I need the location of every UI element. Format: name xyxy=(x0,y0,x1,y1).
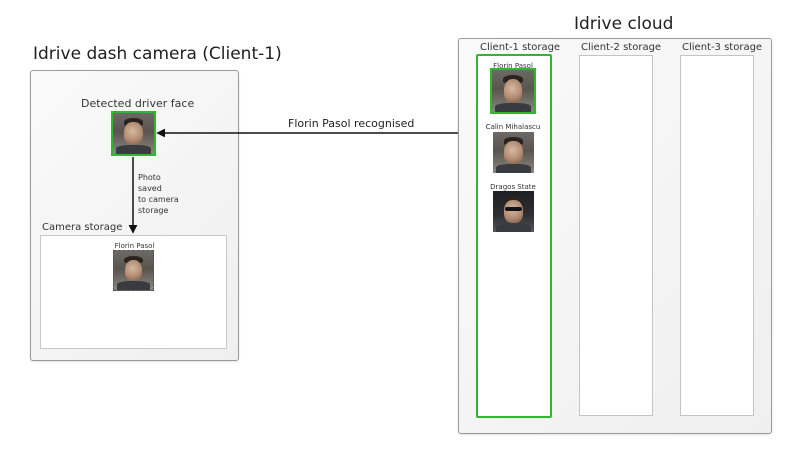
cloud-face-photo-2[interactable] xyxy=(493,132,534,173)
client2-storage-column[interactable] xyxy=(579,55,653,416)
save-arrow-text: Photo saved to camera storage xyxy=(138,173,179,215)
camera-storage-label: Camera storage xyxy=(42,222,123,233)
detected-face-label: Detected driver face xyxy=(81,97,195,110)
cloud-face-photo-3[interactable] xyxy=(493,191,534,232)
stored-face-photo[interactable] xyxy=(113,250,154,291)
recognised-label: Florin Pasol recognised xyxy=(288,117,415,130)
column-label-client1: Client-1 storage xyxy=(480,42,561,53)
cloud-face-photo-1[interactable] xyxy=(490,68,536,114)
client1-storage-column[interactable] xyxy=(476,54,552,418)
client3-storage-column[interactable] xyxy=(680,55,754,416)
detected-face-photo[interactable] xyxy=(111,111,156,156)
camera-title: Idrive dash camera (Client-1) xyxy=(33,44,282,64)
column-label-client2: Client-2 storage xyxy=(581,42,662,53)
face-name-1: Florin Pasol xyxy=(493,62,533,70)
cloud-title: Idrive cloud xyxy=(574,14,674,34)
stored-face-name: Florin Pasol xyxy=(114,242,155,250)
face-name-3: Dragos State xyxy=(490,183,536,191)
face-name-2: Calin Mihalascu xyxy=(485,123,541,131)
column-label-client3: Client-3 storage xyxy=(682,42,763,53)
